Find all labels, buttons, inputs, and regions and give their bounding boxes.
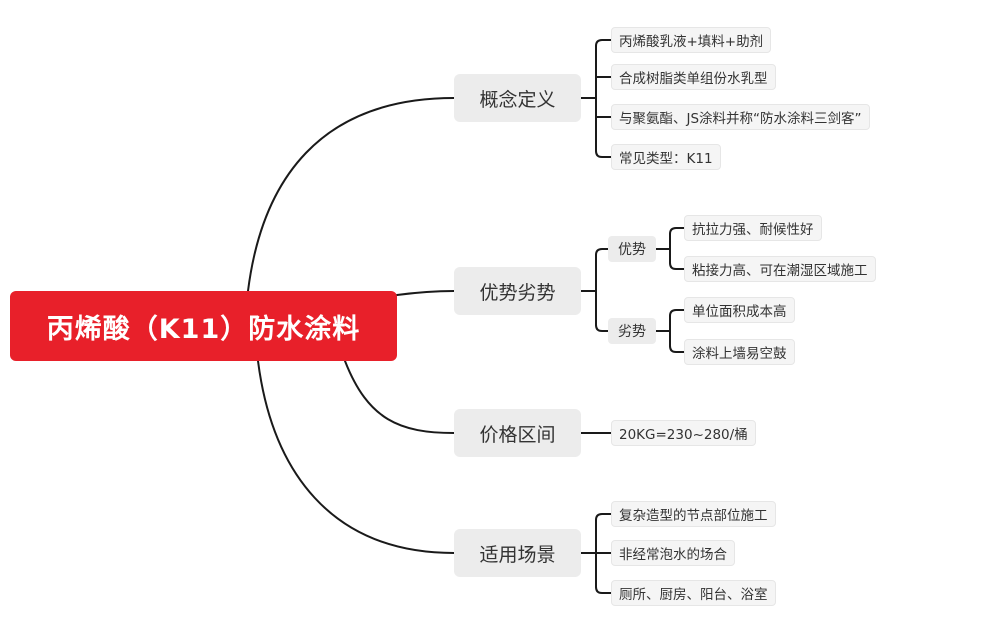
leaf-item[interactable]: 常见类型：K11 [611,144,721,170]
scenarios-bracket-tick [595,513,612,521]
branch-price-range[interactable]: 价格区间 [454,409,581,457]
leaf-item[interactable]: 复杂造型的节点部位施工 [611,501,776,527]
root-label: 丙烯酸（K11）防水涂料 [46,313,361,345]
disadvantages-bracket-tick [669,309,685,317]
branch-concept-definition[interactable]: 概念定义 [454,74,581,122]
leaf-item[interactable]: 合成树脂类单组份水乳型 [611,64,776,90]
pros-cons-bracket-tick [595,248,609,256]
concept-bracket-tick [595,39,612,47]
disadvantages-bracket-tick [669,345,685,353]
root-to-branch-price-line [344,360,455,434]
root-to-branch-pros-cons-line [396,290,455,296]
branch-label: 概念定义 [479,88,556,111]
advantages-bracket-tick [669,262,685,270]
branch-label: 优势劣势 [479,281,556,304]
leaf-item[interactable]: 单位面积成本高 [684,297,795,323]
leaf-item[interactable]: 粘接力高、可在潮湿区域施工 [684,256,876,282]
root-to-branch-scenarios-line [257,360,455,554]
leaf-item[interactable]: 厕所、厨房、阳台、浴室 [611,580,776,606]
leaf-item[interactable]: 非经常泡水的场合 [611,540,735,566]
leaf-item[interactable]: 涂料上墙易空鼓 [684,339,795,365]
leaf-item[interactable]: 20KG=230~280/桶 [611,420,756,446]
scenarios-bracket-tick [595,586,612,594]
leaf-item[interactable]: 抗拉力强、耐候性好 [684,215,822,241]
sub-node-disadvantages[interactable]: 劣势 [608,318,656,344]
branch-label: 适用场景 [479,543,556,566]
branch-pros-cons[interactable]: 优势劣势 [454,267,581,315]
branch-label: 价格区间 [479,423,556,446]
sub-node-advantages[interactable]: 优势 [608,236,656,262]
leaf-item[interactable]: 与聚氨酯、JS涂料并称“防水涂料三剑客” [611,104,870,130]
leaf-item[interactable]: 丙烯酸乳液+填料+助剂 [611,27,772,53]
root-node[interactable]: 丙烯酸（K11）防水涂料 [10,291,397,361]
branch-applicable-scenarios[interactable]: 适用场景 [454,529,581,577]
concept-bracket-tick [595,150,612,158]
pros-cons-bracket-tick [595,324,609,332]
advantages-bracket-tick [669,227,685,235]
root-to-branch-concept-line [247,97,455,292]
